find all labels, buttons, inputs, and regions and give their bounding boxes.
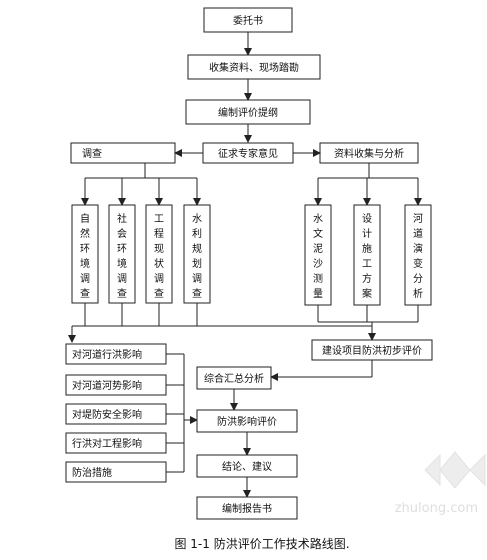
right-gather (317, 305, 419, 341)
node-design: 设计施工方案 (353, 204, 381, 306)
node-survey: 调查 (70, 142, 176, 164)
vtext-design: 设计施工方案 (362, 213, 372, 300)
node-analysis: 资料收集与分析 (319, 142, 419, 164)
svg-text:编制评价提纲: 编制评价提纲 (218, 106, 278, 119)
effects-connector (166, 353, 198, 473)
svg-text:调查: 调查 (82, 147, 102, 160)
node-report: 编制报告书 (196, 496, 298, 520)
node-flood-effect: 对河道行洪影响 (65, 343, 167, 365)
node-social: 社会环境调查 (108, 204, 136, 304)
node-summary: 综合汇总分析 (196, 366, 272, 390)
node-hydro: 水文泥沙测量 (304, 204, 332, 306)
svg-text:编制报告书: 编制报告书 (222, 502, 272, 515)
node-impact-eval: 防洪影响评价 (196, 409, 298, 433)
node-conclusion: 结论、建议 (196, 454, 298, 478)
vtext-natural: 自然环境调查 (80, 212, 90, 300)
node-dike-safety: 对堤防安全影响 (65, 403, 167, 425)
watermark-text: zhulong.com (395, 501, 478, 516)
left-fanout (81, 163, 201, 206)
watermark: zhulong.com (395, 451, 486, 516)
node-natural: 自然环境调查 (71, 204, 99, 304)
node-engineering: 工程现状调查 (145, 204, 173, 304)
svg-text:建设项目防洪初步评价: 建设项目防洪初步评价 (322, 344, 422, 357)
svg-text:资料收集与分析: 资料收集与分析 (334, 147, 404, 160)
node-stability: 对河道河势影响 (65, 374, 167, 396)
node-experts: 征求专家意见 (202, 142, 294, 164)
node-initial-eval: 建设项目防洪初步评价 (311, 339, 433, 361)
svg-text:防洪影响评价: 防洪影响评价 (217, 415, 277, 428)
vtext-engineering: 工程现状调查 (154, 214, 164, 300)
node-measures: 防治措施 (65, 461, 167, 483)
node-collect: 收集资料、现场踏勘 (187, 54, 321, 80)
left-gather (68, 303, 372, 343)
svg-text:结论、建议: 结论、建议 (222, 460, 272, 473)
node-flood-project: 行洪对工程影响 (65, 432, 167, 454)
vtext-social: 社会环境调查 (117, 212, 127, 300)
svg-text:征求专家意见: 征求专家意见 (218, 147, 278, 160)
svg-text:对堤防安全影响: 对堤防安全影响 (72, 408, 142, 421)
node-water-plan: 水利规划调查 (183, 204, 211, 304)
right-fanout (314, 163, 422, 206)
svg-text:防治措施: 防治措施 (72, 466, 112, 479)
node-outline: 编制评价提纲 (185, 99, 311, 125)
svg-text:综合汇总分析: 综合汇总分析 (204, 372, 264, 385)
vtext-channel: 河道演变分析 (413, 213, 423, 300)
svg-text:对河道河势影响: 对河道河势影响 (72, 379, 142, 392)
svg-text:收集资料、现场踏勘: 收集资料、现场踏勘 (209, 61, 299, 74)
figure-caption: 图 1-1 防洪评价工作技术路线图. (174, 536, 349, 551)
svg-text:对河道行洪影响: 对河道行洪影响 (72, 348, 142, 361)
node-delegation: 委托书 (203, 7, 293, 33)
vtext-hydro: 水文泥沙测量 (313, 213, 323, 300)
vtext-water-plan: 水利规划调查 (192, 213, 202, 300)
node-channel: 河道演变分析 (404, 204, 432, 306)
svg-text:行洪对工程影响: 行洪对工程影响 (72, 437, 142, 450)
svg-text:委托书: 委托书 (233, 14, 263, 27)
line-initial-to-summary (270, 360, 373, 381)
